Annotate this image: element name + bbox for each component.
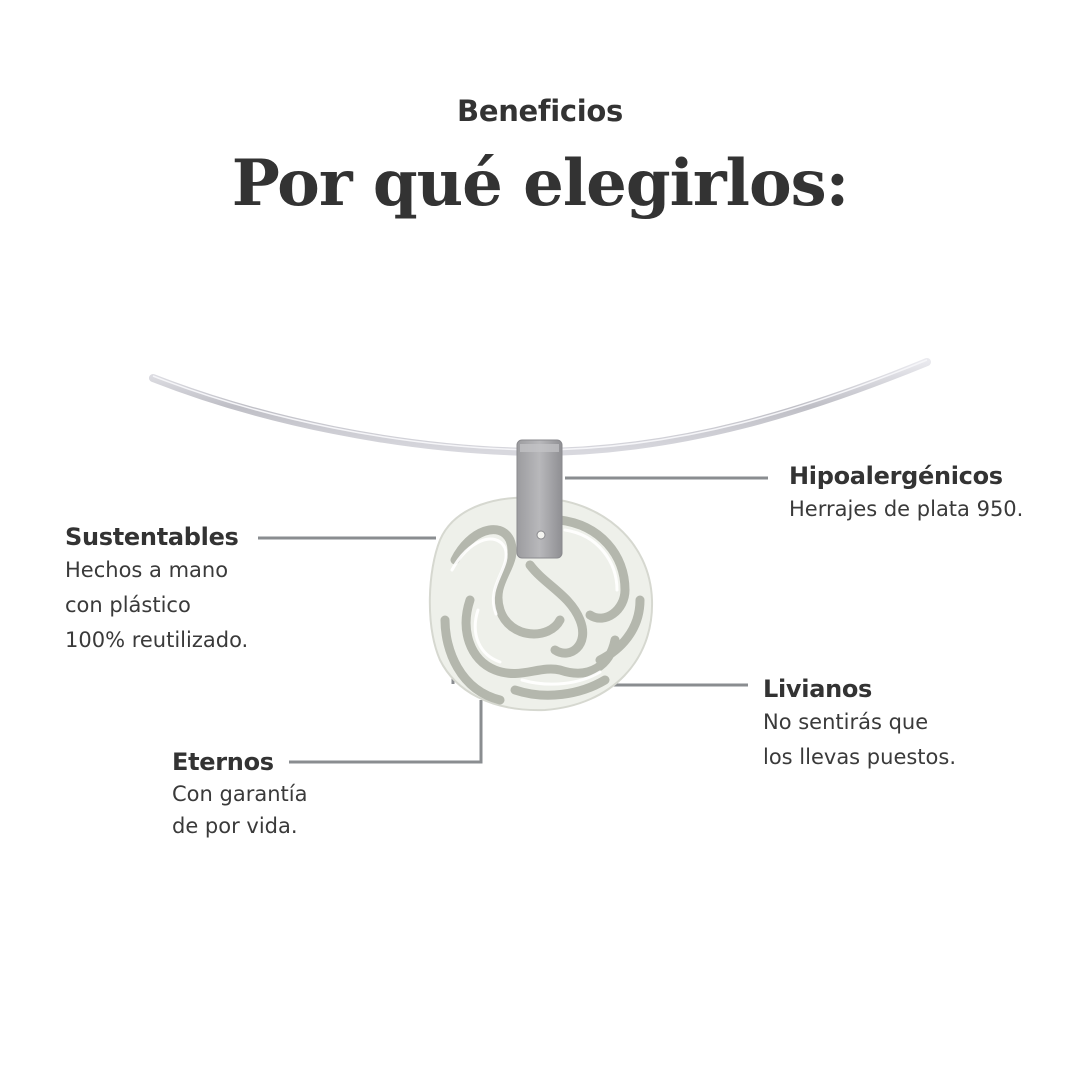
feature-desc-line: los llevas puestos.	[763, 745, 956, 769]
feature-hipoalergenicos: Hipoalergénicos Herrajes de plata 950.	[789, 460, 1023, 527]
feature-desc-line: Con garantía	[172, 782, 308, 806]
feature-desc-line: Hechos a mano	[65, 558, 229, 582]
feature-desc-line: Herrajes de plata 950.	[789, 497, 1024, 521]
feature-eternos: Eternos Con garantía de por vida.	[172, 746, 307, 842]
feature-title: Hipoalergénicos	[789, 462, 1003, 490]
feature-desc-line: de por vida.	[172, 814, 298, 838]
wire-choker	[149, 358, 931, 457]
pendant-disc	[428, 496, 654, 712]
feature-title: Eternos	[172, 748, 274, 776]
page-title: Por qué elegirlos:	[231, 146, 850, 221]
section-eyebrow: Beneficios	[457, 94, 623, 128]
feature-sustentables: Sustentables Hechos a mano con plástico …	[65, 521, 248, 658]
feature-desc-line: No sentirás que	[763, 710, 929, 734]
feature-title: Livianos	[763, 675, 873, 703]
pendant-bail	[516, 439, 563, 559]
feature-livianos: Livianos No sentirás que los llevas pues…	[763, 673, 956, 775]
feature-desc-line: con plástico	[65, 593, 191, 617]
feature-desc-line: 100% reutilizado.	[65, 628, 249, 652]
feature-title: Sustentables	[65, 523, 239, 551]
